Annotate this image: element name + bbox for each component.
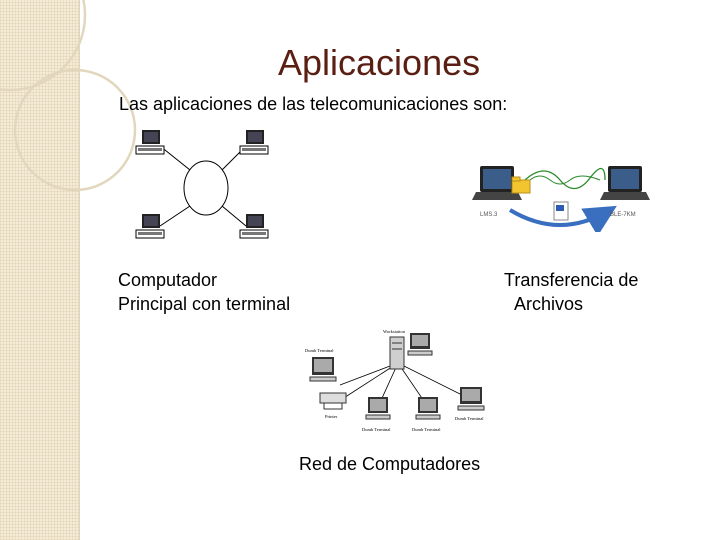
terminal-icon-bottom-1 [365,397,391,420]
page-title: Aplicaciones [278,42,481,83]
mainframe-network-diagram [135,130,269,239]
terminal-icon-left [309,357,337,382]
transfer-caption-line1: Transferencia de [504,270,639,290]
laptop-icon-right [600,166,650,200]
mainframe-caption-line1: Computador [118,270,218,290]
laptop-right-label: BLE-7KM [610,212,636,218]
transfer-caption: Transferencia de Archivos [504,268,638,316]
terminal-right-label: Dumb Terminal [455,416,484,421]
file-transfer-diagram: LMS.3 BLE-7KM [472,166,650,232]
server-label: Workstation [383,329,406,334]
server-icon [389,333,433,370]
computer-icon-top-left [135,130,165,155]
document-icon [553,201,569,221]
terminal-icon-bottom-2 [415,397,441,420]
computer-icon-bottom-right [239,214,269,239]
computer-network-diagram: Workstation Dumb Terminal Printer Dumb T… [305,329,485,432]
transfer-caption-line2: Archivos [514,294,584,314]
folder-icon [511,176,531,194]
printer-label: Printer [325,414,338,419]
computer-icon-bottom-left [135,214,165,239]
terminal-bottom-1-label: Dumb Terminal [362,427,391,432]
page-subtitle: Las aplicaciones de las telecomunicacion… [119,94,508,114]
terminal-bottom-2-label: Dumb Terminal [412,427,441,432]
terminal-icon-right [457,387,485,411]
laptop-left-label: LMS.3 [480,212,498,218]
laptop-icon-left [472,166,522,200]
computer-icon-top-right [239,130,269,155]
decorative-sidebar [0,0,80,540]
mainframe-caption: Computador Principal con terminal [118,268,290,316]
mainframe-caption-line2: Principal con terminal [118,294,291,314]
printer-icon [319,392,347,410]
terminal-left-label: Dumb Terminal [305,348,334,353]
network-caption: Red de Computadores [299,454,481,474]
